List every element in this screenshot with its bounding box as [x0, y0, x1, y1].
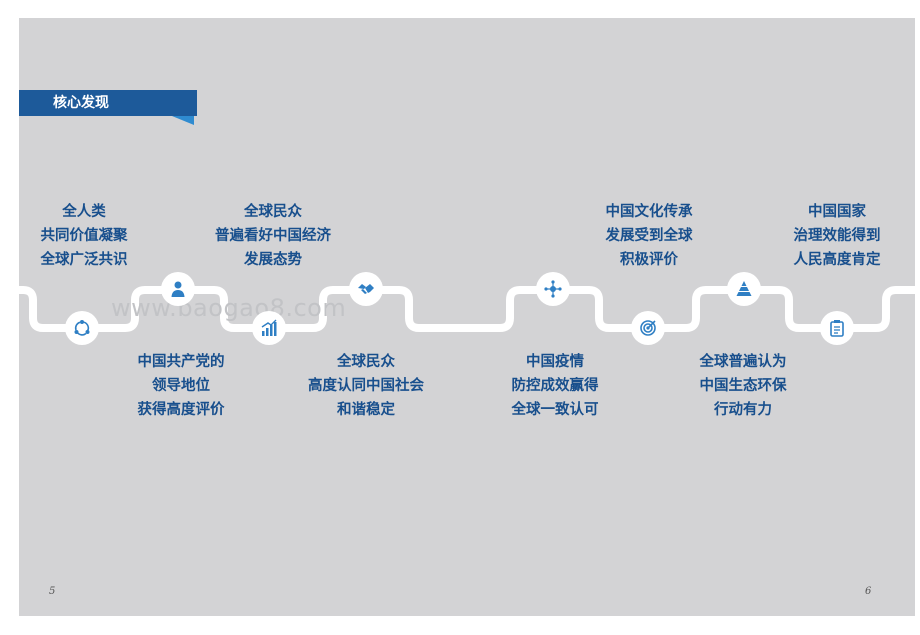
- finding-4-label: 全球民众高度认同中国社会和谐稳定: [308, 353, 424, 418]
- finding-5-label: 中国疫情防控成效赢得全球一致认可: [511, 353, 599, 418]
- finding-7-label: 全球普遍认为中国生态环保行动有力: [699, 353, 787, 418]
- section-title-banner: 核心发现: [19, 90, 197, 116]
- network-loop-icon: [65, 311, 99, 345]
- finding-6-label: 中国文化传承发展受到全球积极评价: [605, 203, 693, 268]
- target-icon: [631, 311, 665, 345]
- page-number-right: 6: [865, 586, 872, 597]
- finding-1-label: 全人类共同价值凝聚全球广泛共识: [40, 203, 128, 268]
- report-page: 核心发现 www.baogao8.com 全人类共同价值凝聚全球广泛共识 全球民…: [19, 18, 915, 616]
- page-number-left: 5: [49, 586, 56, 597]
- watermark-text: www.baogao8.com: [111, 294, 347, 322]
- hub-nodes-icon: [536, 272, 570, 306]
- person-icon: [161, 272, 195, 306]
- finding-8-label: 中国国家治理效能得到人民高度肯定: [793, 203, 881, 268]
- section-title: 核心发现: [53, 95, 109, 111]
- finding-3-label: 全球民众普遍看好中国经济发展态势: [215, 203, 331, 268]
- timeline-path: [19, 286, 915, 332]
- growth-chart-icon: [252, 311, 286, 345]
- finding-2-label: 中国共产党的领导地位获得高度评价: [137, 353, 225, 418]
- clipboard-icon: [820, 311, 854, 345]
- handshake-icon: [349, 272, 383, 306]
- pyramid-icon: [727, 272, 761, 306]
- banner-tail: [172, 116, 194, 125]
